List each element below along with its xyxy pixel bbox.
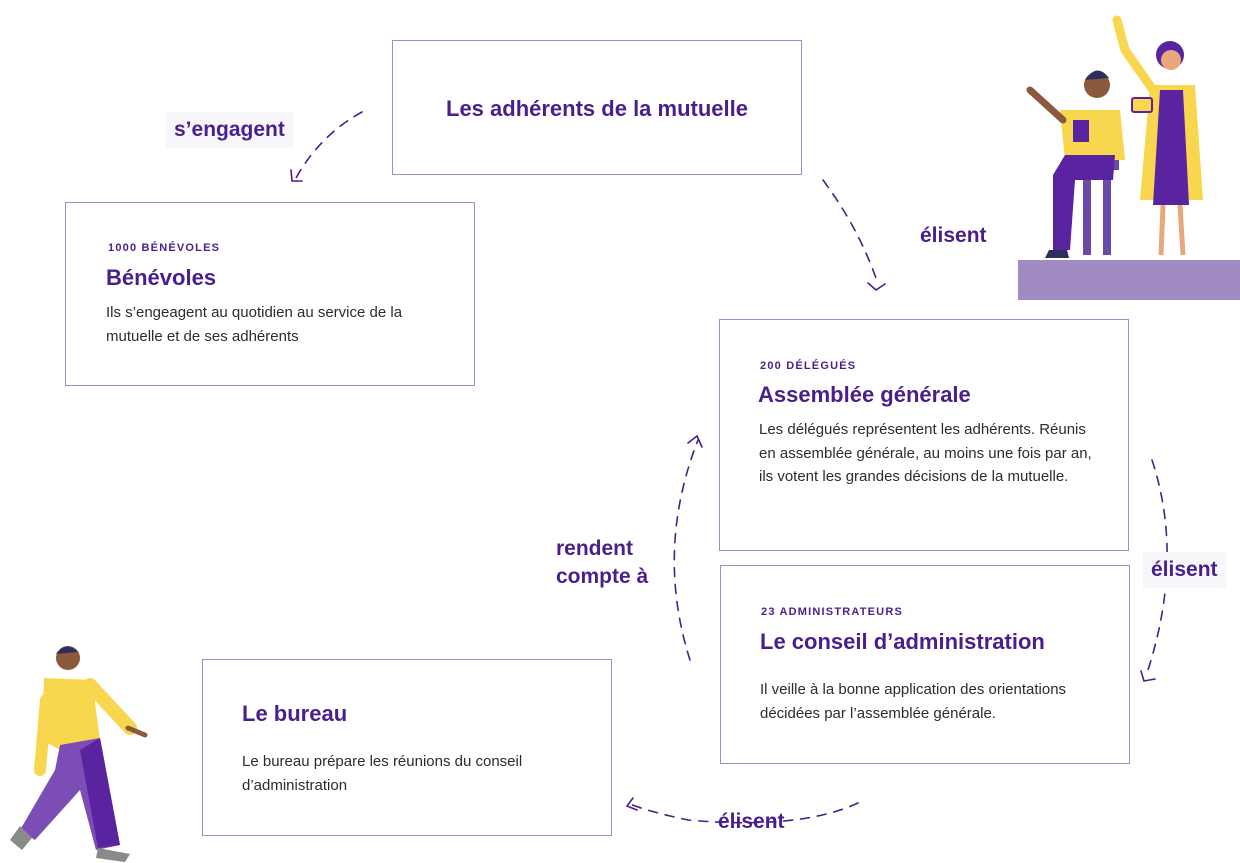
node-adherents-title: Les adhérents de la mutuelle <box>446 96 748 121</box>
arrow-elisent-top <box>822 179 879 285</box>
node-assemblee-desc: Les délégués représentent les adhérents.… <box>759 421 1092 485</box>
arrowhead-elisent-bottom <box>625 797 638 811</box>
people-discussing-illustration <box>1018 15 1240 300</box>
node-adherents: Les adhérents de la mutuelle <box>392 40 802 175</box>
arrowhead-elisent-top <box>867 282 886 292</box>
node-conseil-kicker: 23 ADMINISTRATEURS <box>761 606 903 618</box>
node-benevoles: 1000 BÉNÉVOLES Bénévoles Ils s’engeagent… <box>65 202 475 386</box>
edge-label-elisent-bottom: élisent <box>718 810 785 833</box>
arrowhead-sengagent <box>290 169 303 182</box>
edge-label-elisent-right: élisent <box>1143 552 1226 588</box>
node-bureau-desc: Le bureau prépare les réunions du consei… <box>242 753 523 794</box>
edge-label-elisent-top: élisent <box>920 224 987 247</box>
node-benevoles-desc: Ils s’engeagent au quotidien au service … <box>106 304 403 345</box>
node-benevoles-title: Bénévoles <box>106 265 217 290</box>
node-bureau: Le bureau Le bureau prépare les réunions… <box>202 659 612 836</box>
arrow-elisent-bottom <box>629 802 859 824</box>
node-conseil: 23 ADMINISTRATEURS Le conseil d’administ… <box>720 565 1130 764</box>
node-assemblee: 200 DÉLÉGUÉS Assemblée générale Les délé… <box>719 319 1129 551</box>
node-benevoles-kicker: 1000 BÉNÉVOLES <box>108 242 221 254</box>
node-conseil-title: Le conseil d’administration <box>760 629 1045 654</box>
edge-label-rendent-compte: rendent compte à <box>556 537 649 588</box>
node-bureau-title: Le bureau <box>242 701 348 726</box>
arrow-rendent-compte <box>673 439 699 661</box>
edge-label-sengagent: s’engagent <box>166 112 293 148</box>
arrowhead-elisent-right <box>1140 670 1156 682</box>
node-assemblee-title: Assemblée générale <box>758 382 971 407</box>
walking-man-illustration <box>10 646 148 862</box>
node-conseil-desc: Il veille à la bonne application des ori… <box>760 681 1067 722</box>
arrow-sengagent <box>295 111 363 179</box>
node-assemblee-kicker: 200 DÉLÉGUÉS <box>760 360 857 372</box>
arrowhead-rendent-compte <box>687 434 703 448</box>
